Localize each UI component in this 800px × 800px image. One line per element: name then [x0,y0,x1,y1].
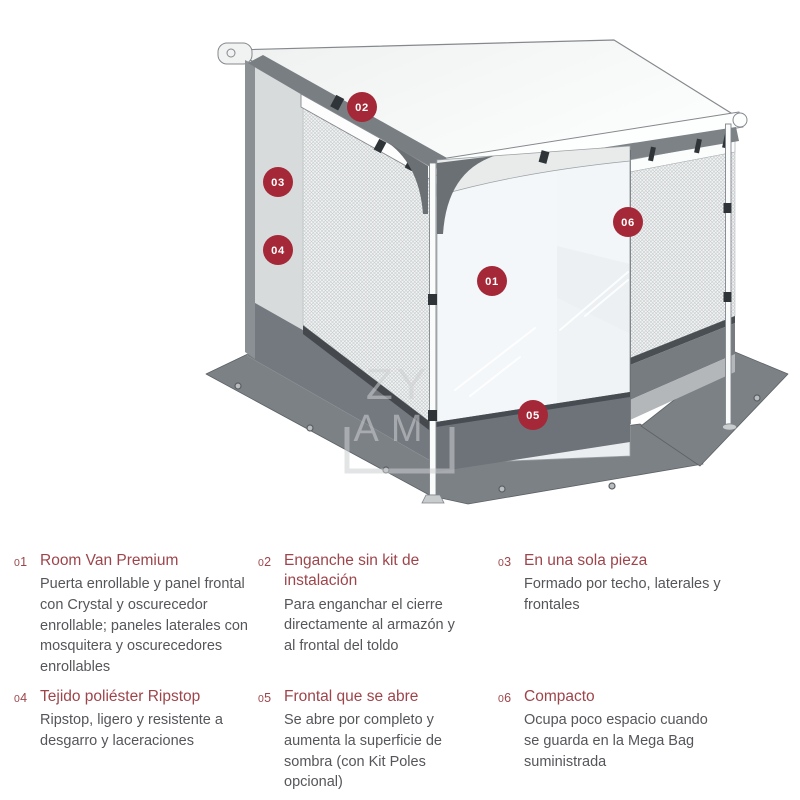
badge-02-label: 02 [355,102,369,114]
right-panel-interior [629,139,736,420]
watermark-bottom: AM [354,408,435,450]
feature-02-title: Enganche sin kit de instalación [284,552,420,590]
front-left-pole [421,162,445,504]
feature-02-body: Para enganchar el cierre directamente al… [284,596,455,655]
badge-03: 03 [263,167,293,197]
feature-06-number: 06 [498,691,512,705]
feature-06-body: Ocupa poco espacio cuando se guarda en l… [524,712,708,770]
right-skirt-trim [630,316,735,365]
left-panel-skirt [248,299,433,462]
feature-06: 06 Compacto Ocupa poco espacio cuando se… [498,687,709,772]
watermark-top: ZY [366,360,430,409]
product-illustration: ZY AM 01 02 03 04 05 06 [205,39,789,505]
right-panel-skirt [630,323,735,400]
crystal-reflections [454,271,629,397]
badge-01-label: 01 [485,276,499,288]
feature-04-title: Tejido poliéster Ripstop [40,688,201,705]
feature-04-body: Ripstop, ligero y resistente a desgarro … [40,712,223,750]
left-side-panel [245,55,447,463]
feature-01-body: Puerta enrollable y panel frontal con Cr… [40,576,248,675]
awning-end-cap [217,42,253,65]
left-panel-edge [245,60,255,359]
badge-05-label: 05 [526,410,540,422]
feature-04-number: 04 [14,691,28,705]
feature-06-title: Compacto [524,688,595,705]
feature-01: 01 Room Van Premium Puerta enrollable y … [14,551,260,677]
feature-05-number: 05 [258,691,272,705]
feature-05-body: Se abre por completo y aumenta la superf… [284,712,442,791]
badge-06: 06 [613,207,643,237]
right-panel-base [630,354,735,420]
feature-02-number: 02 [258,555,272,569]
feature-02: 02 Enganche sin kit de instalación Para … [258,551,469,657]
feature-04: 04 Tejido poliéster Ripstop Ripstop, lig… [14,687,250,752]
badge-05: 05 [518,400,548,430]
feature-03-body: Formado por techo, laterales y frontales [524,576,721,614]
badge-06-label: 06 [621,217,635,229]
corner-gussets [384,140,494,234]
feature-05-title: Frontal que se abre [284,688,419,705]
mesh-bottom-trim [303,325,433,433]
feature-05: 05 Frontal que se abre Se abre por compl… [258,687,454,793]
badge-01: 01 [477,266,507,296]
badge-02: 02 [347,92,377,122]
feature-01-title: Room Van Premium [40,552,179,569]
watermark: ZY AM [344,360,455,474]
badge-03-label: 03 [271,177,285,189]
feature-03-title: En una sola pieza [524,552,648,569]
badge-04: 04 [263,235,293,265]
feature-03: 03 En una sola pieza Formado por techo, … [498,551,724,616]
badge-04-label: 04 [271,245,285,257]
front-right-pole [722,123,737,431]
feature-01-number: 01 [14,555,28,569]
feature-03-number: 03 [498,555,512,569]
left-rafter-band [248,55,447,172]
